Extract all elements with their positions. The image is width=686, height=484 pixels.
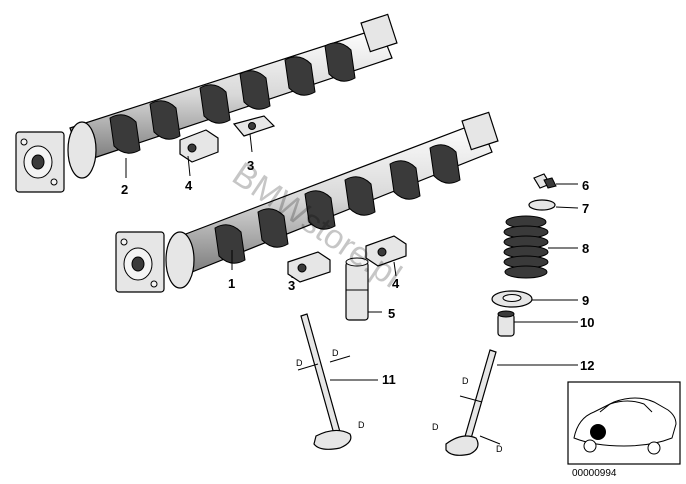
callout-1: 1 xyxy=(228,276,235,291)
callout-12: 12 xyxy=(580,358,594,373)
callout-4-lower: 4 xyxy=(392,276,400,291)
callout-8: 8 xyxy=(582,241,589,256)
callout-4-upper: 4 xyxy=(185,178,193,193)
diagram-code: 00000994 xyxy=(572,468,617,479)
callout-6: 6 xyxy=(582,178,589,193)
dimension-mark: D xyxy=(296,358,303,368)
leader-lines xyxy=(125,133,579,381)
callout-9: 9 xyxy=(582,293,589,308)
callout-10: 10 xyxy=(580,315,594,330)
dimension-mark: D xyxy=(358,420,365,430)
camshaft-lower xyxy=(115,111,499,293)
callout-2: 2 xyxy=(121,182,128,197)
rocker-arm-lower-4 xyxy=(365,235,407,267)
vehicle-thumbnail xyxy=(567,381,681,465)
dimension-mark: D xyxy=(496,444,503,454)
valve-stem-seal xyxy=(497,310,515,337)
callout-7: 7 xyxy=(582,201,589,216)
dimension-mark: D xyxy=(432,422,439,432)
camshaft-upper xyxy=(15,13,398,193)
callout-5: 5 xyxy=(388,306,395,321)
callout-3-upper: 3 xyxy=(247,158,254,173)
valve-intake xyxy=(297,313,352,450)
valve-exhaust xyxy=(445,349,501,456)
spring-seat xyxy=(491,290,533,308)
callout-11: 11 xyxy=(382,372,396,387)
callout-3-lower: 3 xyxy=(288,278,295,293)
valve-spring xyxy=(503,215,549,279)
rocker-arm-lower-3 xyxy=(287,251,331,283)
valve-keeper xyxy=(533,173,557,189)
spring-retainer xyxy=(528,199,556,211)
hydraulic-tappet xyxy=(345,257,369,321)
rocker-arm-upper-3 xyxy=(232,115,276,137)
dimension-mark: D xyxy=(462,376,469,386)
rocker-arm-upper-4 xyxy=(179,129,219,163)
dimension-mark: D xyxy=(332,348,339,358)
